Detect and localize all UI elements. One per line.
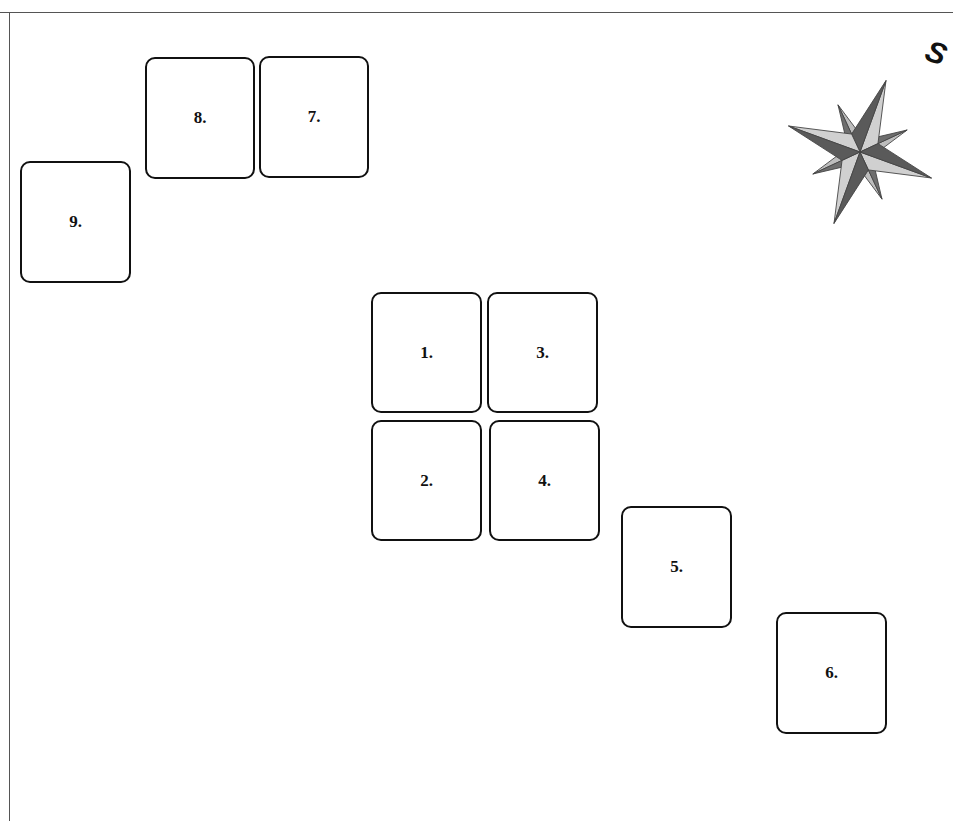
box-number: 4. xyxy=(538,471,551,491)
box-number: 3. xyxy=(536,343,549,363)
box-number: 1. xyxy=(420,343,433,363)
compass-rose xyxy=(763,55,953,250)
box-number: 8. xyxy=(194,108,207,128)
box-number: 2. xyxy=(420,471,433,491)
seat-box: 6. xyxy=(776,612,887,734)
box-number: 5. xyxy=(670,557,683,577)
frame-line xyxy=(9,12,10,821)
box-number: 7. xyxy=(308,107,321,127)
seat-box: 4. xyxy=(489,420,600,541)
seat-box: 7. xyxy=(259,56,369,178)
seat-box: 8. xyxy=(145,57,255,179)
seat-box: 3. xyxy=(487,292,598,413)
seat-box: 9. xyxy=(20,161,131,283)
box-number: 6. xyxy=(825,663,838,683)
seat-box: 5. xyxy=(621,506,732,628)
box-number: 9. xyxy=(69,212,82,232)
seat-box: 2. xyxy=(371,420,482,541)
seat-box: 1. xyxy=(371,292,482,413)
compass-label: S xyxy=(921,35,950,70)
frame-line xyxy=(0,12,953,13)
